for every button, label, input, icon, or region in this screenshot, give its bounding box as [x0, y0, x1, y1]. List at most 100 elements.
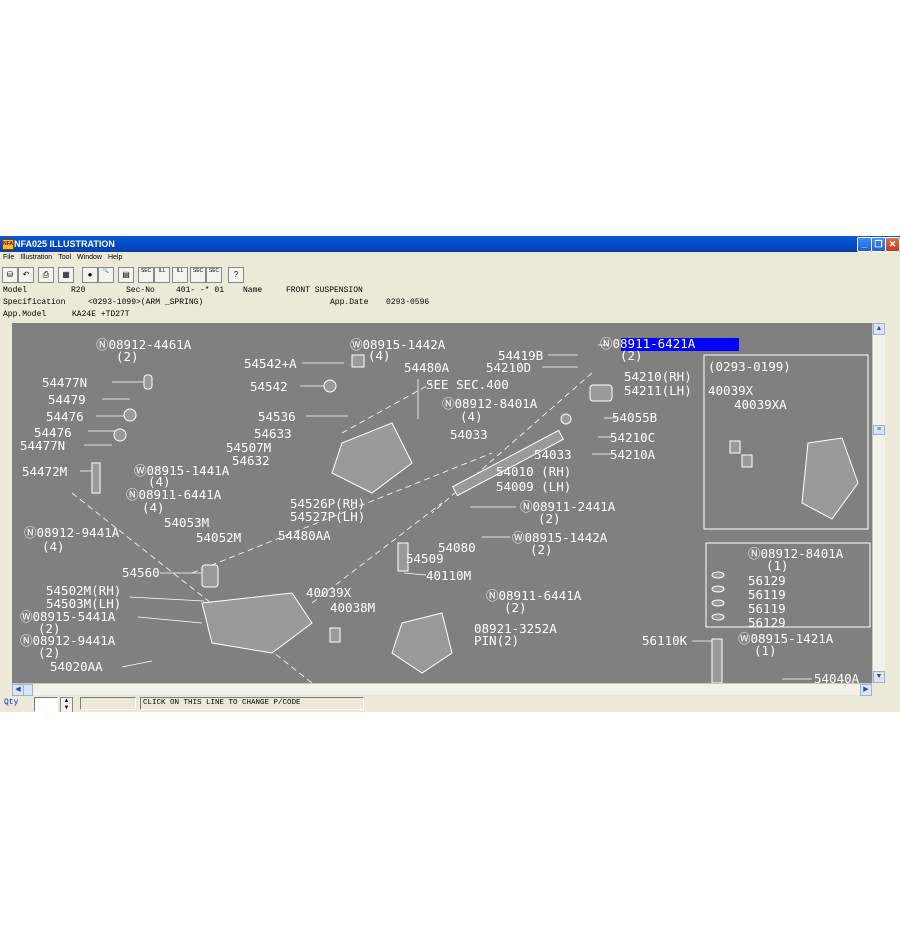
- part-label[interactable]: Ⓝ08912-8401A: [748, 546, 844, 561]
- menu-window[interactable]: Window: [77, 254, 102, 261]
- part-label[interactable]: (2): [38, 621, 61, 636]
- circle-icon[interactable]: ●: [82, 267, 98, 283]
- part-label[interactable]: 40039XA: [734, 397, 787, 412]
- zoom-icon[interactable]: 🔍: [98, 267, 114, 283]
- part-label[interactable]: 56129: [748, 615, 786, 630]
- part-label[interactable]: (1): [766, 558, 789, 573]
- part-label[interactable]: 54477N: [42, 375, 87, 390]
- part-label[interactable]: 40038M: [330, 600, 375, 615]
- part-label[interactable]: Ⓦ08915-1441A: [134, 463, 230, 478]
- qty-spinner-icon[interactable]: ▲▼: [60, 697, 73, 712]
- vertical-scrollbar[interactable]: ▲ ≡ ▼: [872, 323, 885, 683]
- part-label[interactable]: Ⓦ08915-1421A: [738, 631, 834, 646]
- horizontal-scrollbar[interactable]: ◀ ▶: [12, 683, 872, 696]
- restore-button[interactable]: ❐: [871, 237, 886, 252]
- part-label[interactable]: (2): [530, 542, 553, 557]
- part-label[interactable]: (1): [754, 643, 777, 658]
- part-label[interactable]: Ⓝ08911-6441A: [126, 487, 222, 502]
- image-icon[interactable]: ▦: [58, 267, 74, 283]
- part-label[interactable]: 54527P(LH): [290, 509, 365, 524]
- ill-icon[interactable]: ILL: [172, 267, 188, 283]
- menu-illustration[interactable]: Illustration: [20, 254, 53, 261]
- part-label[interactable]: 54080: [438, 540, 476, 555]
- part-label[interactable]: 54040A: [814, 671, 860, 683]
- part-label[interactable]: Ⓝ08912-9441A: [24, 525, 120, 540]
- part-label[interactable]: 08921-3252A: [474, 621, 557, 636]
- part-label[interactable]: 54633: [254, 426, 292, 441]
- part-label[interactable]: 54477N: [20, 438, 65, 453]
- part-label[interactable]: 56119: [748, 587, 786, 602]
- part-label[interactable]: SEE SEC.400: [426, 377, 509, 392]
- part-label[interactable]: 54009 (LH): [496, 479, 571, 494]
- part-label[interactable]: Ⓝ08912-8401A: [442, 396, 538, 411]
- part-label[interactable]: 54536: [258, 409, 296, 424]
- part-label[interactable]: 54053M: [164, 515, 209, 530]
- part-label[interactable]: 54210C: [610, 430, 655, 445]
- part-label[interactable]: 54010 (RH): [496, 464, 571, 479]
- part-label[interactable]: (4): [148, 474, 171, 489]
- part-label[interactable]: 56110K: [642, 633, 688, 648]
- prev-sec-icon[interactable]: SEC: [138, 267, 154, 283]
- print-icon[interactable]: ⎙: [38, 267, 54, 283]
- part-label[interactable]: (2): [116, 349, 139, 364]
- menu-help[interactable]: Help: [107, 254, 123, 261]
- part-label[interactable]: 40039X: [708, 383, 754, 398]
- qty-input[interactable]: [34, 697, 58, 712]
- part-label[interactable]: (4): [368, 348, 391, 363]
- part-label[interactable]: Ⓝ08911-6421A: [600, 336, 696, 351]
- part-label[interactable]: 54479: [48, 392, 86, 407]
- change-pcode-line[interactable]: CLICK ON THIS LINE TO CHANGE P/CODE: [140, 697, 364, 710]
- scroll-h-thumb[interactable]: [23, 684, 33, 696]
- part-label[interactable]: (2): [538, 511, 561, 526]
- part-label[interactable]: Ⓝ08911-6441A: [486, 588, 582, 603]
- part-label[interactable]: 54503M(LH): [46, 596, 121, 611]
- menu-tool[interactable]: Tool: [58, 254, 72, 261]
- part-label[interactable]: Ⓝ08911-2441A: [520, 499, 616, 514]
- book-icon[interactable]: ▤: [118, 267, 134, 283]
- sec-query-icon[interactable]: SEC: [206, 267, 222, 283]
- next-sec-icon[interactable]: SEC: [190, 267, 206, 283]
- scroll-thumb[interactable]: ≡: [873, 425, 885, 435]
- part-label[interactable]: (4): [460, 409, 483, 424]
- scroll-right-icon[interactable]: ▶: [860, 684, 872, 696]
- part-label[interactable]: 56119: [748, 601, 786, 616]
- part-label[interactable]: 54476: [34, 425, 72, 440]
- help-bulb-icon[interactable]: ?: [228, 267, 244, 283]
- part-label[interactable]: 54509: [406, 551, 444, 566]
- title-bar[interactable]: NFA NFA025 ILLUSTRATION _ ❐ ✕: [0, 236, 900, 252]
- part-label[interactable]: 54419B: [498, 348, 543, 363]
- part-label[interactable]: (2): [620, 348, 643, 363]
- scroll-up-icon[interactable]: ▲: [873, 323, 885, 335]
- part-label[interactable]: 54033: [450, 427, 488, 442]
- part-label[interactable]: 54476: [46, 409, 84, 424]
- part-label[interactable]: 54560: [122, 565, 160, 580]
- part-label[interactable]: (2): [38, 645, 61, 660]
- part-label[interactable]: 54020AA: [50, 659, 103, 674]
- exit-icon[interactable]: ⛁: [2, 267, 18, 283]
- menu-file[interactable]: File: [3, 254, 15, 261]
- part-label[interactable]: 54542: [250, 379, 288, 394]
- part-label[interactable]: 54033: [534, 447, 572, 462]
- part-label[interactable]: (4): [42, 539, 65, 554]
- part-label[interactable]: Ⓦ08915-5441A: [20, 609, 116, 624]
- scroll-down-icon[interactable]: ▼: [873, 671, 885, 683]
- part-label[interactable]: 40039X: [306, 585, 352, 600]
- part-label[interactable]: 54472M: [22, 464, 67, 479]
- part-label[interactable]: Ⓝ08912-4461A: [96, 337, 192, 352]
- part-label[interactable]: 54542+A: [244, 356, 297, 371]
- part-label[interactable]: 54211(LH): [624, 383, 692, 398]
- part-label[interactable]: 54480A: [404, 360, 450, 375]
- close-button[interactable]: ✕: [885, 237, 900, 252]
- part-label[interactable]: (4): [142, 500, 165, 515]
- part-label[interactable]: 54480AA: [278, 528, 331, 543]
- part-label[interactable]: (2): [504, 600, 527, 615]
- part-label[interactable]: 54055B: [612, 410, 657, 425]
- part-label[interactable]: 56129: [748, 573, 786, 588]
- part-label[interactable]: 54210A: [610, 447, 656, 462]
- part-label[interactable]: PIN(2): [474, 633, 519, 648]
- prev-ill-icon[interactable]: ILL: [154, 267, 170, 283]
- undo-icon[interactable]: ↶: [18, 267, 34, 283]
- part-label[interactable]: 54507M: [226, 440, 271, 455]
- part-label[interactable]: Ⓦ08915-1442A: [512, 530, 608, 545]
- part-label[interactable]: (0293-0199): [708, 359, 791, 374]
